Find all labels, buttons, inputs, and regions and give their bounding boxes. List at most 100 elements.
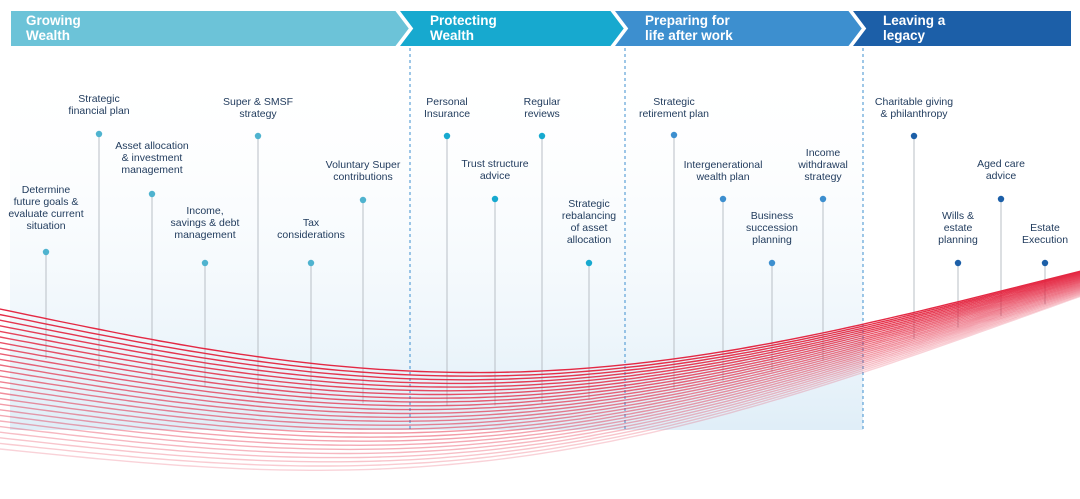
milestone-label: Tax [303,217,320,229]
wave-line [0,292,1080,459]
phase-title-preparing: life after work [645,28,733,43]
wave-line [0,278,1080,403]
milestone-label: Asset allocation [115,140,189,152]
phase-title-legacy: Leaving a [883,13,946,28]
milestone-label: & philanthropy [880,108,948,120]
milestone-label: future goals & [14,196,79,208]
phase-title-growing: Growing [26,13,81,28]
wave-line [0,270,1080,374]
wave-line [0,290,1080,451]
phase-dividers [409,48,864,430]
wave-line [0,281,1080,415]
milestone-label: succession [746,222,798,234]
wave-line [0,283,1080,422]
milestone-dot [443,132,451,140]
milestone-dot [359,196,367,204]
phase-title-growing: Wealth [26,28,70,43]
milestone-dot [307,259,315,267]
red-wave-lines [0,270,1080,471]
milestone-dot [42,248,50,256]
wave-line [0,272,1080,381]
wave-line [0,275,1080,392]
milestone-label: Personal [426,96,467,108]
milestone-label: considerations [277,229,345,241]
milestone-label: Income, [186,205,223,217]
milestone-dot [1041,259,1049,267]
milestone-label: rebalancing [562,210,616,222]
phase-chevron-preparing [610,9,865,48]
milestone-label: Income [806,147,841,159]
milestone-label: planning [752,234,792,246]
milestone-label: strategy [804,171,842,183]
phase-chevron-legacy [848,9,1073,48]
wave-line [0,280,1080,411]
milestone-label: Charitable giving [875,96,953,108]
milestone-dot [997,195,1005,203]
wave-line [0,274,1080,388]
phase-chevron-protecting [395,9,627,48]
milestone-dot [819,195,827,203]
milestone-stems [45,134,1046,407]
milestone-label: Regular [524,96,561,108]
milestone-label: financial plan [68,105,129,117]
wave-line [0,289,1080,447]
milestone-label: Determine [22,184,71,196]
milestone-label: advice [986,170,1017,182]
milestone-label: Wills & [942,210,974,222]
milestone-label: Super & SMSF [223,96,293,108]
milestone-dot [585,259,593,267]
milestone-dot [910,132,918,140]
milestone-dot [201,259,209,267]
wave-line [0,276,1080,396]
milestone-label: withdrawal [797,159,848,171]
milestone-label: savings & debt [171,217,240,229]
wave-line [0,271,1080,377]
wave-line [0,291,1080,455]
milestone-label: of asset [571,222,608,234]
milestone-dot [491,195,499,203]
milestone-label: Strategic [568,198,609,210]
milestone-label: retirement plan [639,108,709,120]
wave-line [0,286,1080,434]
milestone-dot [254,132,262,140]
milestone-label: Execution [1022,234,1068,246]
milestone-label: situation [26,220,65,232]
wave-line [0,295,1080,471]
milestone-label: Strategic [653,96,694,108]
milestone-label: Aged care [977,158,1025,170]
wave-line [0,288,1080,442]
milestone-dot [954,259,962,267]
wave-line [0,273,1080,385]
wave-line [0,287,1080,438]
milestone-dot [768,259,776,267]
milestone-label: strategy [239,108,277,120]
wave-line [0,294,1080,467]
milestone-label: planning [938,234,978,246]
wave-line [0,279,1080,407]
phase-title-preparing: Preparing for [645,13,731,28]
milestone-dot [148,190,156,198]
milestone-label: management [174,229,235,241]
milestone-label: evaluate current [8,208,83,220]
wave-line [0,285,1080,430]
phase-title-legacy: legacy [883,28,926,43]
milestone-label: Business [751,210,794,222]
phase-chevron-growing [9,9,412,48]
milestone-label: Trust structure [461,158,528,170]
milestone-label: Estate [1030,222,1060,234]
milestone-label: estate [944,222,973,234]
milestone-label: contributions [333,171,393,183]
milestone-dot [670,131,678,139]
milestone-label: Insurance [424,108,470,120]
milestone-label: allocation [567,234,612,246]
phase-title-protecting: Protecting [430,13,497,28]
milestone-label: Intergenerational [684,159,763,171]
milestone-label: Strategic [78,93,119,105]
wave-line [0,293,1080,463]
milestone-dot [719,195,727,203]
wave-line [0,277,1080,399]
milestone-label: Voluntary Super [326,159,401,171]
